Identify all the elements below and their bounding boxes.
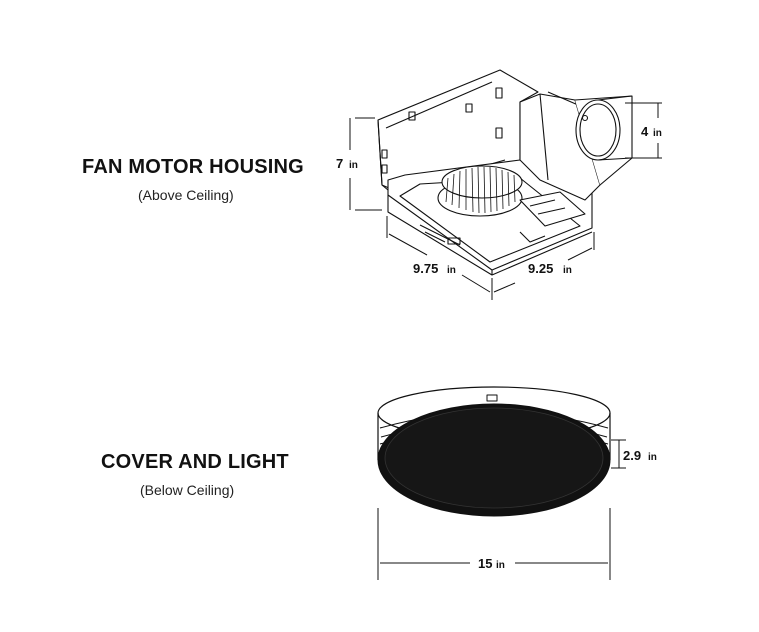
housing-title: FAN MOTOR HOUSING bbox=[82, 156, 304, 178]
cover-title: COVER AND LIGHT bbox=[101, 451, 289, 473]
housing-depth-value: 9.75 bbox=[413, 261, 438, 276]
cover-diameter-value: 15 bbox=[478, 556, 492, 571]
housing-duct-value: 4 bbox=[641, 124, 649, 139]
housing-width-unit: in bbox=[563, 265, 572, 276]
cover-height-unit: in bbox=[648, 452, 657, 463]
cover-height-dimension bbox=[611, 439, 626, 469]
housing-depth-dimension bbox=[386, 216, 493, 300]
housing-width-value: 9.25 bbox=[528, 261, 553, 276]
housing-depth-unit: in bbox=[447, 265, 456, 276]
cover-diameter-dimension bbox=[377, 508, 611, 580]
housing-duct-dimension bbox=[625, 102, 662, 159]
cover-subtitle: (Below Ceiling) bbox=[140, 482, 235, 498]
housing-height-dimension bbox=[349, 117, 382, 211]
cover-height-value: 2.9 bbox=[623, 448, 641, 463]
housing-subtitle: (Above Ceiling) bbox=[138, 187, 234, 203]
housing-duct-unit: in bbox=[653, 128, 662, 139]
housing-height-value: 7 bbox=[336, 156, 343, 171]
housing-width-dimension bbox=[493, 232, 595, 293]
housing-height-unit: in bbox=[349, 160, 358, 171]
cover-diameter-unit: in bbox=[496, 560, 505, 571]
fan-housing-drawing bbox=[377, 69, 633, 276]
cover-light-drawing bbox=[377, 386, 611, 517]
